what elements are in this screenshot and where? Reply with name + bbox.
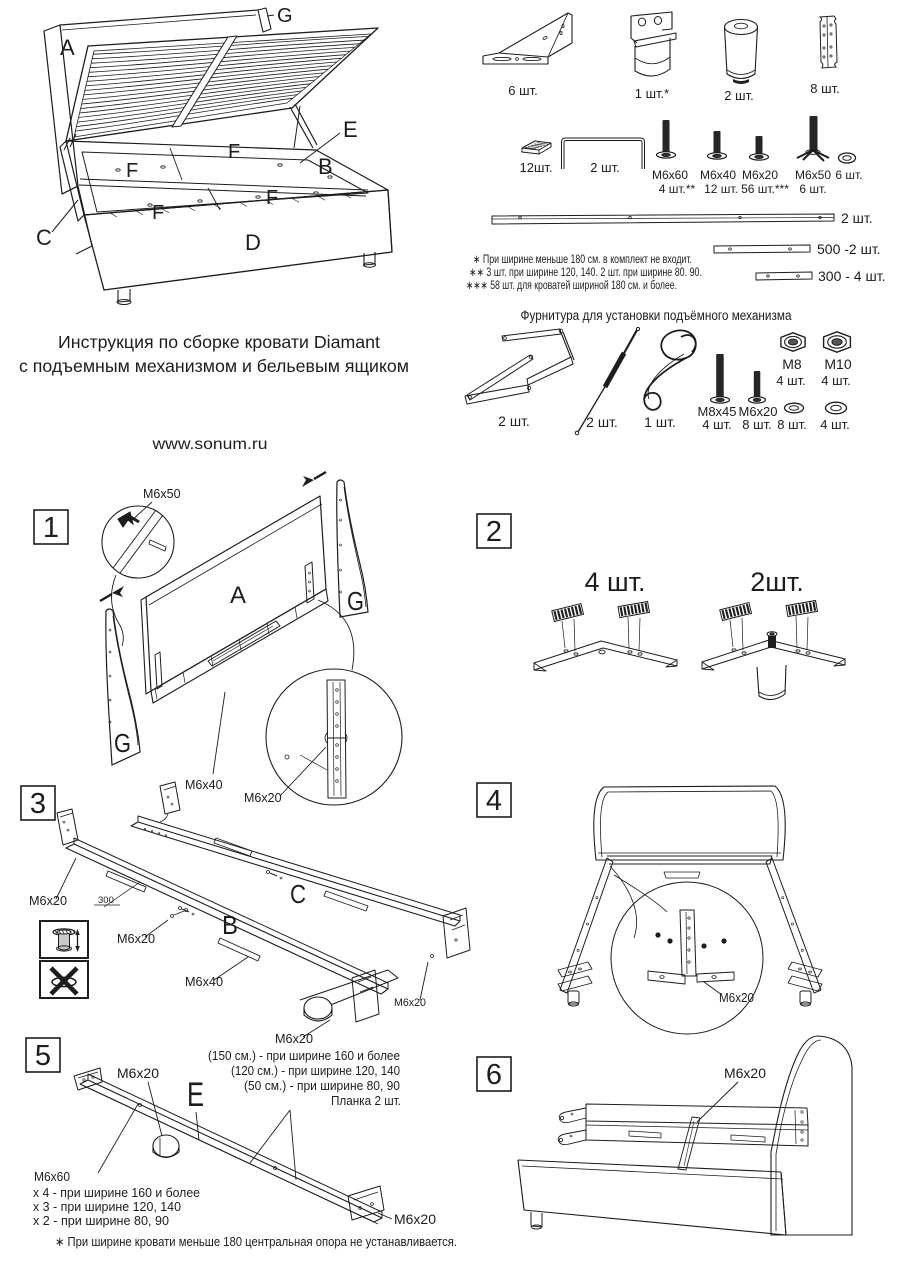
svg-text:F: F bbox=[126, 160, 138, 182]
svg-text:х 2 - при ширине 80, 90: х 2 - при ширине 80, 90 bbox=[33, 1214, 169, 1228]
svg-text:M6x20: M6x20 bbox=[394, 1212, 436, 1227]
svg-text:F: F bbox=[152, 202, 164, 224]
svg-text:M6x20: M6x20 bbox=[719, 991, 754, 1005]
svg-text:500 -2 шт.: 500 -2 шт. bbox=[817, 241, 881, 257]
svg-text:M6x20: M6x20 bbox=[117, 1066, 159, 1081]
svg-text:M6x20: M6x20 bbox=[275, 1032, 313, 1046]
svg-text:F: F bbox=[228, 141, 240, 163]
svg-text:5: 5 bbox=[35, 1040, 51, 1072]
svg-text:M6x60: M6x60 bbox=[652, 168, 688, 182]
svg-text:Фурнитура для установки подъём: Фурнитура для установки подъёмного механ… bbox=[521, 308, 792, 323]
svg-text:E: E bbox=[343, 117, 358, 142]
svg-text:с подъемным механизмом и белье: с подъемным механизмом и бельевым ящиком bbox=[19, 356, 409, 376]
svg-text:8 шт.: 8 шт. bbox=[777, 417, 806, 432]
svg-text:3: 3 bbox=[30, 788, 46, 820]
svg-text:2 шт.: 2 шт. bbox=[590, 160, 619, 175]
svg-text:Инструкция по сборке кровати D: Инструкция по сборке кровати Diamant bbox=[58, 332, 380, 352]
svg-text:12шт.: 12шт. bbox=[519, 160, 552, 175]
svg-text:A: A bbox=[230, 582, 246, 609]
svg-text:4 шт.**: 4 шт.** bbox=[659, 182, 696, 196]
svg-text:M6x40: M6x40 bbox=[700, 168, 736, 182]
svg-text:х 3 - при ширине 120, 140: х 3 - при ширине 120, 140 bbox=[33, 1200, 181, 1214]
svg-text:M6x20: M6x20 bbox=[244, 791, 282, 805]
svg-text:G: G bbox=[347, 586, 364, 616]
svg-text:12 шт.: 12 шт. bbox=[704, 182, 738, 196]
svg-text:M6x20: M6x20 bbox=[29, 894, 67, 908]
svg-text:M6x50: M6x50 bbox=[143, 487, 181, 501]
svg-text:M6x20: M6x20 bbox=[117, 932, 155, 946]
svg-text:M6x20: M6x20 bbox=[742, 168, 778, 182]
svg-text:M6x40: M6x40 bbox=[185, 975, 223, 989]
svg-text:2: 2 bbox=[486, 516, 502, 548]
svg-text:1 шт.*: 1 шт.* bbox=[635, 86, 669, 101]
svg-text:(150 см.) - при ширине 160 и б: (150 см.) - при ширине 160 и более bbox=[208, 1049, 400, 1063]
svg-text:G: G bbox=[277, 5, 293, 27]
svg-text:300: 300 bbox=[98, 895, 114, 906]
svg-text:56 шт.***: 56 шт.*** bbox=[741, 182, 789, 196]
svg-text:M8: M8 bbox=[782, 356, 802, 372]
svg-text:M6x50: M6x50 bbox=[795, 168, 831, 182]
svg-text:∗∗ 3 шт. при ширине 120, 140.: ∗∗ 3 шт. при ширине 120, 140. 2 шт. при … bbox=[469, 267, 702, 279]
svg-text:4: 4 bbox=[486, 785, 502, 817]
svg-text:M8x45: M8x45 bbox=[697, 404, 736, 419]
svg-text:G: G bbox=[114, 728, 131, 758]
svg-text:4 шт.: 4 шт. bbox=[776, 373, 805, 388]
svg-text:4 шт.: 4 шт. bbox=[821, 373, 850, 388]
svg-text:E: E bbox=[187, 1076, 204, 1114]
svg-text:2 шт.: 2 шт. bbox=[586, 414, 618, 430]
svg-text:х 4 - при ширине 160 и более: х 4 - при ширине 160 и более bbox=[33, 1186, 200, 1200]
svg-text:B: B bbox=[318, 154, 333, 179]
svg-text:M6x20: M6x20 bbox=[394, 997, 426, 1009]
svg-text:∗ При ширине кровати меньше 18: ∗ При ширине кровати меньше 180 централь… bbox=[55, 1234, 457, 1249]
svg-text:2 шт.: 2 шт. bbox=[498, 413, 530, 429]
svg-text:∗∗∗ 58 шт. для кроватей ширино: ∗∗∗ 58 шт. для кроватей шириной 180 см. … bbox=[466, 280, 677, 292]
svg-text:www.sonum.ru: www.sonum.ru bbox=[151, 436, 267, 453]
svg-text:C: C bbox=[290, 879, 306, 909]
svg-text:M6x40: M6x40 bbox=[185, 778, 223, 792]
svg-text:4 шт.: 4 шт. bbox=[702, 417, 731, 432]
svg-text:1: 1 bbox=[43, 512, 59, 544]
svg-text:2шт.: 2шт. bbox=[750, 567, 804, 597]
svg-text:(50 см.) - при ширине 80, 90: (50 см.) - при ширине 80, 90 bbox=[244, 1079, 400, 1093]
svg-text:2 шт.: 2 шт. bbox=[724, 88, 753, 103]
svg-text:8 шт.: 8 шт. bbox=[742, 417, 771, 432]
svg-text:D: D bbox=[245, 230, 261, 255]
svg-text:8 шт.: 8 шт. bbox=[810, 81, 839, 96]
svg-text:C: C bbox=[36, 225, 52, 250]
svg-text:Планка 2 шт.: Планка 2 шт. bbox=[331, 1094, 401, 1108]
svg-text:∗ При ширине меньше 180 см. в: ∗ При ширине меньше 180 см. в комплект н… bbox=[473, 254, 692, 266]
svg-text:6 шт.: 6 шт. bbox=[508, 83, 537, 98]
svg-text:M6x20: M6x20 bbox=[738, 404, 777, 419]
svg-text:A: A bbox=[60, 35, 75, 60]
svg-text:M6x60: M6x60 bbox=[34, 1170, 70, 1184]
svg-text:F: F bbox=[266, 187, 278, 209]
svg-text:4 шт.: 4 шт. bbox=[584, 567, 645, 597]
svg-text:6 шт.: 6 шт. bbox=[835, 168, 862, 182]
svg-text:(120 см.) - при ширине 120, 14: (120 см.) - при ширине 120, 140 bbox=[231, 1064, 400, 1078]
svg-text:6 шт.: 6 шт. bbox=[799, 182, 826, 196]
svg-text:M10: M10 bbox=[824, 356, 851, 372]
svg-text:2 шт.: 2 шт. bbox=[841, 210, 873, 226]
svg-text:M6x20: M6x20 bbox=[724, 1066, 766, 1081]
svg-text:6: 6 bbox=[486, 1059, 502, 1091]
svg-text:B: B bbox=[222, 910, 238, 940]
svg-text:1 шт.: 1 шт. bbox=[644, 414, 676, 430]
svg-text:4 шт.: 4 шт. bbox=[820, 417, 849, 432]
svg-text:300 - 4 шт.: 300 - 4 шт. bbox=[818, 268, 885, 284]
